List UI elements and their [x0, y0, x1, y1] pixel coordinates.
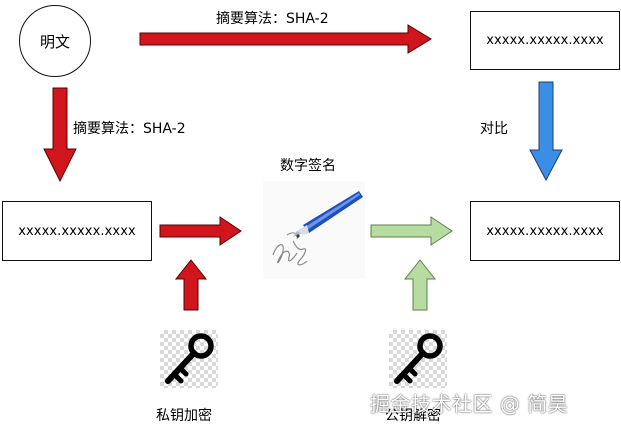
- red-arrow-up-private-key-shape: [174, 259, 208, 311]
- red-arrow-down-left: [43, 87, 77, 183]
- digest-box-left: xxxxx.xxxxx.xxxx: [2, 201, 152, 261]
- red-arrow-top-shape: [139, 24, 432, 54]
- key-icon: [394, 333, 443, 384]
- green-arrow-up-public-key: [403, 259, 437, 311]
- blue-arrow-down-right: [529, 81, 563, 182]
- blue-arrow-down-right-shape: [529, 81, 563, 182]
- plaintext-node: 明文: [19, 5, 91, 77]
- red-arrow-up-private-key: [174, 259, 208, 311]
- red-arrow-to-signature: [159, 216, 242, 246]
- digest-value-top: xxxxx.xxxxx.xxxx: [486, 33, 604, 48]
- digest-value-left: xxxxx.xxxxx.xxxx: [18, 223, 136, 239]
- pen-signature-icon: [272, 191, 363, 266]
- red-arrow-to-signature-shape: [159, 216, 242, 246]
- compare-label: 对比: [480, 121, 508, 137]
- green-arrow-to-digest-shape: [370, 216, 453, 246]
- private-key-encrypt-label: 私钥加密: [156, 408, 212, 424]
- plaintext-label: 明文: [39, 32, 70, 51]
- public-key-image: [389, 330, 447, 388]
- green-arrow-up-public-key-shape: [403, 259, 437, 311]
- hash-algorithm-label-top: 摘要算法：SHA-2: [216, 11, 329, 27]
- green-arrow-to-digest: [370, 216, 453, 246]
- signature-image: [263, 181, 365, 279]
- hash-algorithm-label-left: 摘要算法：SHA-2: [73, 121, 186, 137]
- digital-signature-label: 数字签名: [280, 158, 336, 174]
- red-arrow-down-left-shape: [43, 87, 77, 183]
- digest-value-right: xxxxx.xxxxx.xxxx: [486, 223, 604, 239]
- red-arrow-top: [139, 24, 432, 54]
- digest-box-top: xxxxx.xxxxx.xxxx: [470, 11, 620, 70]
- watermark-text: 掘金技术社区 @ 简昊: [370, 392, 569, 416]
- private-key-image: [160, 330, 218, 388]
- key-icon: [165, 333, 214, 384]
- digest-box-right: xxxxx.xxxxx.xxxx: [470, 201, 620, 261]
- public-key-decrypt-label: 公钥解密: [385, 408, 441, 424]
